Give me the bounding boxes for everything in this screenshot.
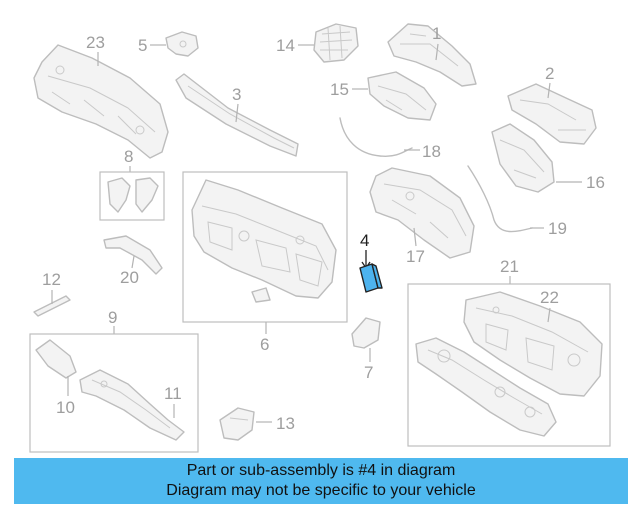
part-17 <box>369 167 475 259</box>
callout-2: 2 <box>545 64 554 83</box>
box-8 <box>99 171 165 221</box>
part-15 <box>367 71 437 121</box>
callout-11: 11 <box>164 384 182 403</box>
leader-1 <box>435 43 439 61</box>
callout-19: 19 <box>548 219 567 238</box>
callout-21: 21 <box>500 257 519 276</box>
part-19 <box>467 165 533 233</box>
callout-16: 16 <box>586 173 605 192</box>
leader-20 <box>131 255 135 269</box>
callout-9: 9 <box>108 308 117 327</box>
box-6 <box>182 171 348 323</box>
part-18 <box>339 117 413 158</box>
callout-12: 12 <box>42 270 61 289</box>
part-22 <box>463 291 603 397</box>
callout-10: 10 <box>56 398 75 417</box>
part-16 <box>491 123 555 193</box>
callout-13: 13 <box>276 414 295 433</box>
part-2 <box>507 83 597 145</box>
callout-20: 20 <box>120 268 139 287</box>
callout-7: 7 <box>364 363 373 382</box>
box-9 <box>29 333 199 453</box>
banner-line-disclaimer: Diagram may not be specific to your vehi… <box>166 482 476 499</box>
part-23 <box>33 44 169 159</box>
box-21 <box>407 283 611 447</box>
leader-17 <box>413 227 417 247</box>
part-6 <box>191 179 337 303</box>
part-20 <box>103 235 163 275</box>
callout-22: 22 <box>540 288 559 307</box>
callout-4: 4 <box>360 231 369 250</box>
leader-22 <box>547 307 551 323</box>
callout-3: 3 <box>232 85 241 104</box>
callout-18: 18 <box>422 142 441 161</box>
banner-line-part-number: Part or sub-assembly is #4 in diagram <box>186 462 456 479</box>
part-7 <box>351 317 381 349</box>
leader-3 <box>235 103 239 123</box>
callout-15: 15 <box>330 80 349 99</box>
part-9 <box>35 339 185 441</box>
callout-5: 5 <box>138 36 147 55</box>
leader-2 <box>547 82 551 99</box>
part-14 <box>313 23 359 63</box>
callout-14: 14 <box>276 36 295 55</box>
callout-8: 8 <box>124 147 133 166</box>
callout-17: 17 <box>406 247 425 266</box>
part-1 <box>387 23 477 87</box>
callout-1: 1 <box>432 24 441 43</box>
part-8 <box>107 177 159 213</box>
part-12 <box>33 295 71 317</box>
part-5 <box>165 31 199 57</box>
info-banner: Part or sub-assembly is #4 in diagram Di… <box>14 458 628 504</box>
part-21 <box>415 337 557 437</box>
callout-6: 6 <box>260 335 269 354</box>
callout-23: 23 <box>86 33 105 52</box>
part-4-highlighted[interactable] <box>359 263 383 293</box>
part-13 <box>219 407 255 441</box>
